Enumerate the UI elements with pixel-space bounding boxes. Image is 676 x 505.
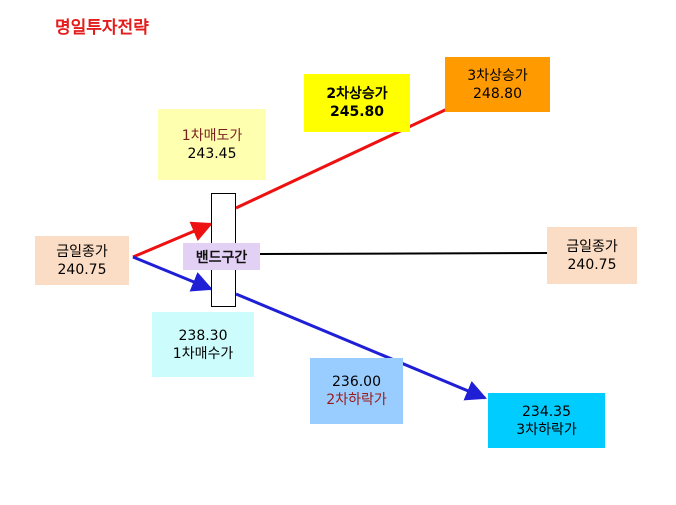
- first-sell-value: 243.45: [187, 145, 237, 162]
- second-fall-box: 236.00 2차하락가: [310, 358, 403, 424]
- third-rise-label: 3차상승가: [467, 67, 528, 84]
- second-fall-value: 236.00: [332, 374, 381, 390]
- today-close-right-label: 금일종가: [566, 238, 618, 255]
- today-close-left-value: 240.75: [57, 261, 107, 278]
- third-fall-label: 3차하락가: [516, 421, 577, 438]
- band-label: 밴드구간: [183, 243, 260, 270]
- second-rise-value: 245.80: [329, 104, 385, 120]
- first-buy-box: 238.30 1차매수가: [152, 312, 254, 377]
- today-close-right-box: 금일종가 240.75: [547, 227, 637, 284]
- up-trend-line: [235, 101, 461, 210]
- third-rise-value: 248.80: [473, 85, 522, 102]
- second-rise-box: 2차상승가 245.80: [304, 74, 410, 132]
- today-close-right-value: 240.75: [567, 256, 617, 273]
- neutral-line: [259, 252, 549, 255]
- down-trend-arrow: [235, 292, 487, 401]
- today-close-left-box: 금일종가 240.75: [35, 236, 129, 285]
- first-buy-label: 1차매수가: [172, 345, 234, 362]
- first-sell-box: 1차매도가 243.45: [158, 109, 266, 180]
- third-fall-box: 234.35 3차하락가: [488, 393, 605, 448]
- down-arrow-to-band: [132, 255, 213, 292]
- first-buy-value: 238.30: [178, 327, 228, 344]
- today-close-left-label: 금일종가: [56, 243, 108, 260]
- third-rise-box: 3차상승가 248.80: [445, 57, 550, 112]
- third-fall-value: 234.35: [522, 403, 571, 420]
- first-sell-label: 1차매도가: [181, 127, 243, 144]
- up-arrow-to-band: [132, 221, 213, 259]
- second-fall-label: 2차하락가: [326, 392, 387, 408]
- second-rise-label: 2차상승가: [326, 86, 388, 102]
- page-title: 명일투자전략: [55, 18, 149, 38]
